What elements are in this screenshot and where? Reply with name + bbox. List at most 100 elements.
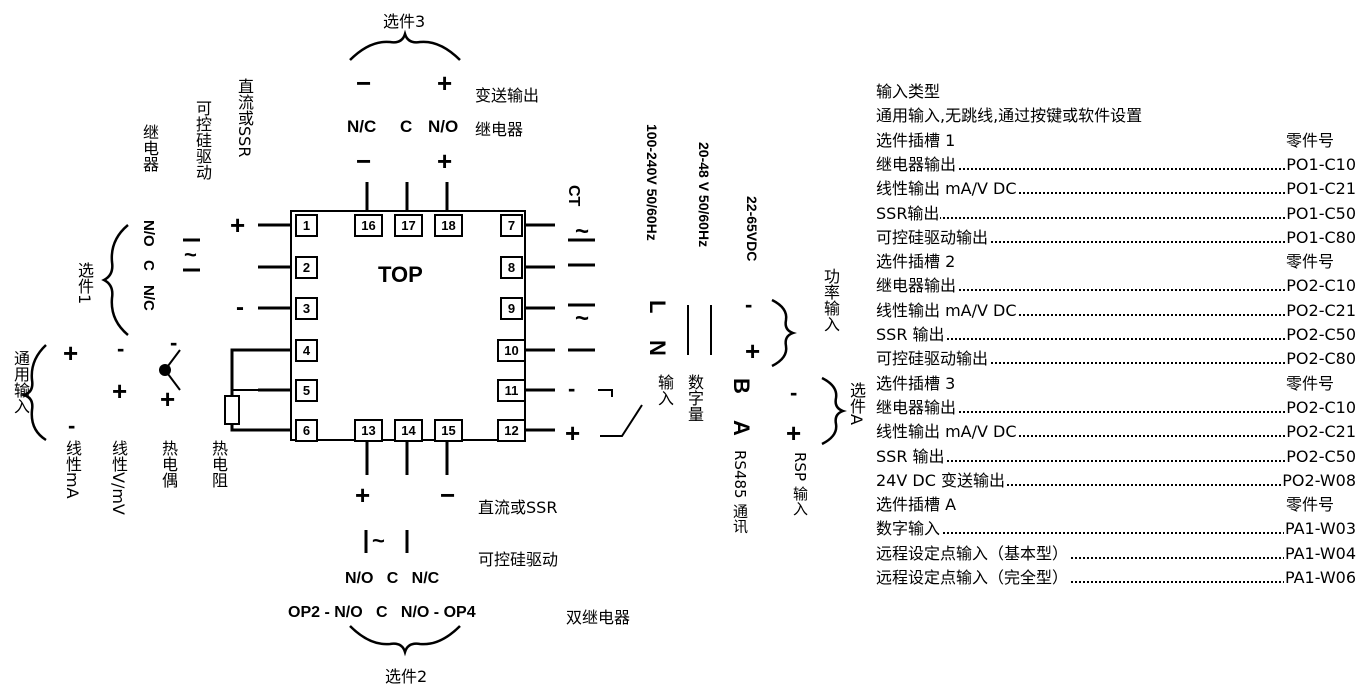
option3-c: C [400, 117, 413, 136]
option3-nc: N/C [347, 117, 377, 136]
row-label: SSR输出 [876, 203, 941, 223]
row-label: 线性输出 mA/V DC [876, 422, 1018, 442]
table-row: 远程设定点输入（完全型）PA1-W06 [876, 566, 1356, 590]
row-label: 线性输出 mA/V DC [876, 179, 1018, 199]
option3-transmit-label: 变送输出 [475, 86, 540, 105]
row-part-number: PO2-C10 [1285, 395, 1356, 420]
power-n-label: N [645, 340, 670, 356]
table-row: SSR 输出 PO2-C50 [876, 444, 1356, 469]
option2-scr-label: 可控硅驱动 [478, 550, 559, 569]
input-tc-plus: + [160, 384, 176, 414]
rsp-plus: + [786, 418, 802, 448]
power-22-label: 22-65VDC [744, 196, 760, 262]
table-row: 继电器输出 PO1-C10 [876, 152, 1356, 177]
option1-plus: + [230, 210, 246, 240]
row-label: 输入类型 [876, 82, 942, 101]
rtd-label: 热电阻 [209, 440, 228, 488]
row-part-number: PO1-C80 [1285, 225, 1356, 250]
row-part-number: PO1-C21 [1285, 177, 1356, 202]
option2-minus: − [440, 480, 456, 510]
option1-nc: N/C [140, 285, 157, 311]
row-part-number: PO1-C10 [1285, 152, 1356, 177]
option2-dual-row: OP2 - N/O C N/O - OP4 [288, 604, 476, 621]
option3-minus: − [356, 68, 372, 98]
table-section-header: 选件插槽 3 零件号 [876, 371, 1356, 396]
input-ma-minus: - [68, 413, 76, 438]
terminal-11: 11 [497, 379, 526, 402]
table-row: 线性输出 mA/V DC PO2-C21 [876, 298, 1356, 323]
center-label: TOP [378, 262, 423, 287]
thermocouple-junction-icon [159, 364, 171, 376]
power-dc-minus: - [745, 292, 753, 317]
universal-input-label: 通用输入 [11, 350, 30, 414]
power-dc-plus: + [745, 336, 761, 366]
row-part-number: PO2-C21 [1285, 298, 1356, 323]
row-label: 线性输出 mA/V DC [876, 300, 1018, 320]
row-part-number: PO2-C50 [1285, 444, 1356, 469]
power-input-label: 功率输入 [821, 268, 840, 332]
row-part-number: PO2-C50 [1285, 323, 1356, 347]
row-part-number: PA1-W04 [1283, 541, 1356, 566]
row-label: 继电器输出 [876, 154, 958, 174]
digital-label: 数字量 [685, 374, 704, 422]
row-label: 可控硅驱动输出 [876, 227, 990, 247]
row-part-number: 零件号 [1284, 493, 1334, 518]
thermocouple-label: 热电偶 [159, 440, 178, 488]
input-ma-plus: + [63, 338, 79, 368]
input-v-minus: - [117, 336, 125, 361]
row-part-number: 零件号 [1284, 371, 1334, 396]
ct-label: CT [565, 185, 582, 207]
power-brace-icon [771, 298, 797, 368]
instrument-body [290, 210, 526, 441]
terminal-6: 6 [295, 419, 318, 442]
option1-scr-label: 可控硅驱动 [193, 100, 212, 180]
option1-scr-symbol: ~ [184, 242, 197, 267]
option1-relay-label: 继电器 [140, 124, 159, 172]
terminal-4: 4 [295, 339, 318, 362]
row-label: SSR 输出 [876, 446, 946, 466]
row-part-number: 零件号 [1284, 250, 1334, 275]
row-part-number: PO2-C21 [1285, 420, 1356, 445]
option1-c: C [140, 260, 157, 271]
terminal-3: 3 [295, 297, 318, 320]
linear-ma-label: 线性mA [63, 440, 82, 499]
row-label: 可控硅驱动输出 [876, 349, 990, 369]
row-part-number: PA1-W06 [1283, 566, 1356, 590]
terminal-8: 8 [500, 256, 523, 279]
table-row: 输入类型 [876, 80, 1356, 104]
row-label: 选件插槽 1 [876, 130, 957, 150]
option2-plus: + [355, 480, 371, 510]
option1-dc-ssr-label: 直流或SSR [235, 78, 254, 158]
row-label: 继电器输出 [876, 276, 958, 296]
rs485-b-label: B [729, 378, 754, 394]
option-a-label: 选件A [847, 382, 866, 425]
terminal-17: 17 [394, 214, 423, 237]
row-label: 数字输入 [876, 519, 942, 539]
terminal-10: 10 [497, 339, 526, 362]
wiring-diagram [19, 29, 847, 657]
ct-tilde-top: ~ [575, 218, 590, 245]
table-row: 通用输入,无跳线,通过按键或软件设置 [876, 104, 1356, 128]
input-brace-icon [19, 344, 47, 442]
option3-no: N/O [428, 117, 459, 136]
option2-dual-relay-label: 双继电器 [566, 608, 631, 627]
input-tc-minus: - [170, 330, 178, 355]
option1-brace-icon [101, 224, 129, 336]
option2-dc-ssr-label: 直流或SSR [478, 498, 558, 517]
terminal-5: 5 [295, 379, 318, 402]
option3-plus: + [437, 68, 453, 98]
terminal-16: 16 [354, 214, 383, 237]
row-part-number: PO2-W08 [1281, 468, 1356, 493]
row-label: 选件插槽 3 [876, 373, 957, 393]
rs485-label: RS485 通讯 [731, 450, 749, 534]
option3-title: 选件3 [383, 12, 426, 31]
table-row: 远程设定点输入（基本型）PA1-W04 [876, 541, 1356, 566]
option3-brace-icon [349, 29, 461, 61]
